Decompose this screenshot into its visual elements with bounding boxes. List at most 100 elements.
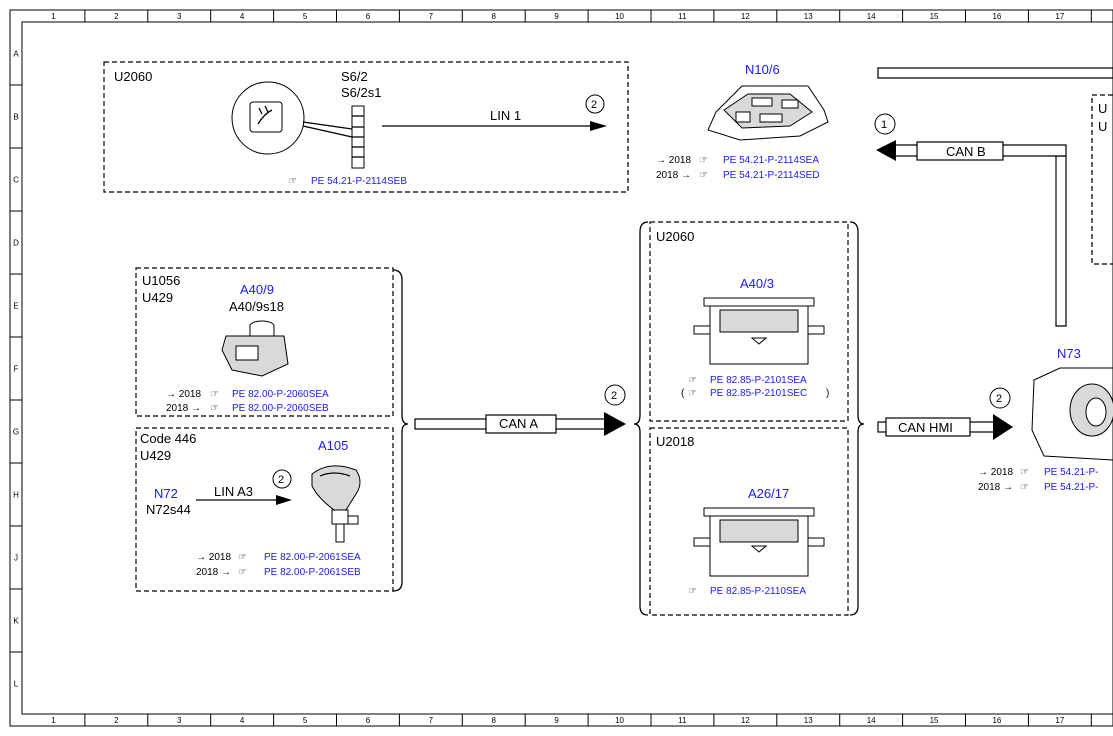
component-name: A40/9 — [240, 282, 274, 297]
component-name: A105 — [318, 438, 348, 453]
reference-link[interactable]: PE 54.21-P-2114SEB — [311, 176, 407, 187]
reference-link[interactable]: PE 82.00-P-2061SEA — [264, 552, 361, 563]
group-brace-left — [633, 221, 649, 616]
svg-text:): ) — [826, 388, 829, 399]
column-label: 5 — [303, 716, 308, 725]
connection-lin-a3: LIN A3 2 — [196, 469, 292, 505]
component-subname: A40/9s18 — [229, 299, 284, 314]
pointing-hand-icon: ☞ — [699, 155, 708, 166]
row-label: G — [13, 428, 19, 437]
connection-can-b: CAN B 1 — [874, 67, 1113, 327]
connection-label: CAN A — [499, 416, 538, 431]
reference-link[interactable]: PE 82.85-P-2101SEA — [710, 375, 807, 386]
component-n73[interactable]: N73 → 2018 ☞ PE 54.21-P- 2018 → ☞ PE 54.… — [978, 346, 1113, 493]
reference-link[interactable]: PE 54.21-P- — [1044, 467, 1098, 478]
marker-circle — [604, 384, 626, 406]
column-label: 16 — [992, 716, 1001, 725]
column-label: 10 — [615, 12, 624, 21]
component-a40-9[interactable]: A40/9 A40/9s18 → 2018 ☞ PE 82.00-P-2060S… — [166, 282, 329, 414]
column-label: 2 — [114, 716, 119, 725]
column-label: 11 — [678, 716, 687, 725]
component-name: N10/6 — [745, 62, 780, 77]
row-label: L — [14, 680, 19, 689]
row-label: D — [13, 239, 19, 248]
svg-text:U429: U429 — [142, 290, 173, 305]
group-brace-right — [849, 221, 865, 616]
column-label: 6 — [366, 716, 371, 725]
component-name: A40/3 — [740, 276, 774, 291]
group-u2018: U2018 — [649, 427, 849, 616]
column-label: 14 — [867, 12, 876, 21]
pointing-hand-icon: ☞ — [210, 403, 219, 414]
column-label: 15 — [930, 716, 939, 725]
component-name: A26/17 — [748, 486, 789, 501]
column-label: 13 — [804, 716, 813, 725]
marker-number: 2 — [278, 474, 284, 486]
component-a26-17[interactable]: A26/17 ☞ PE 82.85-P-2110SEA — [688, 486, 825, 597]
column-label: 12 — [741, 716, 750, 725]
svg-text:U: U — [1098, 101, 1107, 116]
reference-link[interactable]: PE 54.21-P-2114SEA — [723, 155, 819, 166]
connection-label: LIN 1 — [490, 108, 521, 123]
svg-text:→ 2018: → 2018 — [978, 467, 1013, 478]
pointing-hand-icon: ☞ — [210, 389, 219, 400]
row-label: C — [13, 176, 19, 185]
row-label: A — [13, 50, 19, 59]
reference-link[interactable]: PE 82.00-P-2060SEA — [232, 389, 329, 400]
reference-link[interactable]: PE 54.21-P-2114SED — [723, 170, 820, 181]
group-u2060-top: U2060 — [103, 61, 629, 193]
group-u2060-mid: U2060 — [649, 221, 849, 422]
pointing-hand-icon: ☞ — [238, 552, 247, 563]
reference-link[interactable]: PE 82.85-P-2101SEC — [710, 388, 807, 399]
marker-circle — [585, 94, 605, 114]
pointing-hand-icon: ☞ — [699, 170, 708, 181]
reference-link[interactable]: PE 54.21-P- — [1044, 482, 1098, 493]
component-a105[interactable]: A105 → 2018 ☞ PE 82.00-P-2061SEA 2018 → … — [196, 438, 361, 578]
reference-link[interactable]: PE 82.85-P-2110SEA — [710, 586, 806, 597]
reference-link[interactable]: PE 82.00-P-2060SEB — [232, 403, 329, 414]
column-label: 5 — [303, 12, 308, 21]
marker-number: 2 — [996, 393, 1002, 405]
column-label: 17 — [1055, 12, 1064, 21]
group-right-partial: U U — [1091, 94, 1113, 265]
component-name: S6/2 — [341, 69, 368, 84]
row-label: E — [13, 302, 18, 311]
marker-number: 2 — [591, 99, 597, 111]
component-subname: S6/2s1 — [341, 85, 381, 100]
column-label: 17 — [1055, 716, 1064, 725]
group-label: U2060 — [114, 69, 152, 84]
component-s6-2[interactable]: S6/2 S6/2s1 ☞ PE 54.21-P-2114SEB — [231, 69, 407, 187]
component-a40-3[interactable]: A40/3 ☞ PE 82.85-P-2101SEA ( ☞ PE 82.85-… — [681, 276, 829, 399]
pointing-hand-icon: ☞ — [1020, 482, 1029, 493]
svg-text:→ 2018: → 2018 — [166, 389, 201, 400]
row-label: F — [14, 365, 19, 374]
column-label: 6 — [366, 12, 371, 21]
column-label: 14 — [867, 716, 876, 725]
row-label: H — [13, 491, 19, 500]
connection-lin1: LIN 1 2 — [382, 94, 607, 131]
marker-number: 1 — [881, 119, 887, 131]
pointing-hand-icon: ☞ — [688, 375, 697, 386]
group-code446: Code 446 U429 — [135, 427, 394, 592]
column-label: 1 — [51, 12, 56, 21]
group-u1056: U1056 U429 — [135, 267, 394, 417]
pointing-hand-icon: ☞ — [1020, 467, 1029, 478]
seat-heater-icon — [249, 101, 283, 133]
row-label: J — [14, 554, 18, 563]
column-label: 3 — [177, 12, 182, 21]
svg-text:2018 →: 2018 → — [196, 567, 231, 578]
column-label: 3 — [177, 716, 182, 725]
component-n10-6[interactable]: N10/6 → 2018 ☞ PE 54.21-P-2114SEA 2018 →… — [656, 62, 829, 181]
column-label: 13 — [804, 12, 813, 21]
group-brace — [392, 269, 409, 592]
reference-link[interactable]: PE 82.00-P-2061SEB — [264, 567, 361, 578]
component-n72[interactable]: N72 N72s44 — [146, 486, 191, 517]
svg-text:U2060: U2060 — [656, 229, 694, 244]
svg-text:U429: U429 — [140, 448, 171, 463]
column-label: 15 — [930, 12, 939, 21]
pointing-hand-icon: ☞ — [688, 586, 697, 597]
gear-selector-icon — [311, 465, 361, 511]
row-label: B — [13, 113, 18, 122]
